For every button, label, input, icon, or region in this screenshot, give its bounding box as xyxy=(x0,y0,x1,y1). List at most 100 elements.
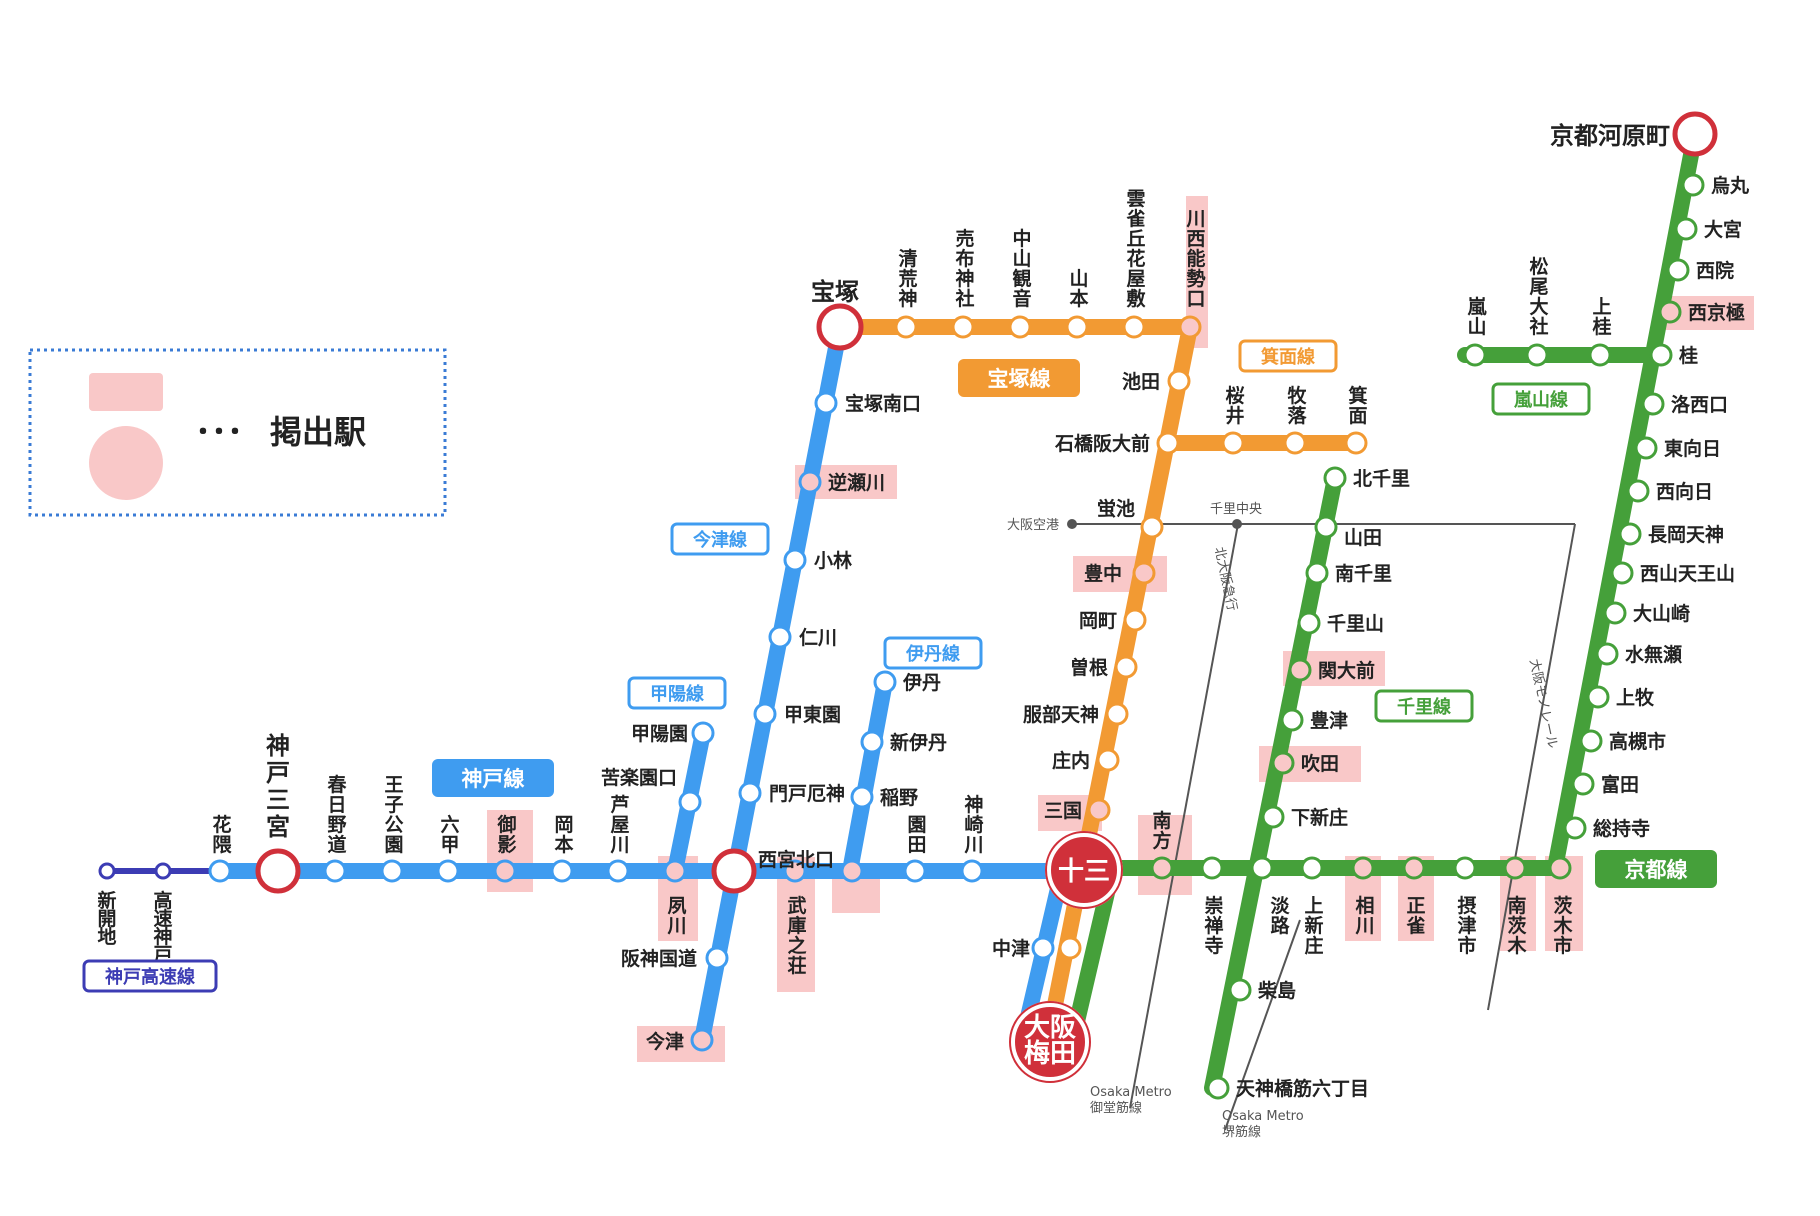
stn-mikuni[interactable] xyxy=(1087,798,1111,822)
stn-tsukaguchi[interactable] xyxy=(840,859,864,883)
stn-kiyoshikojin[interactable] xyxy=(894,315,918,339)
stn-kanzakigawa[interactable] xyxy=(960,859,984,883)
stn-mondoyakujin[interactable] xyxy=(738,781,762,805)
legend-dots: ･･･ xyxy=(195,413,243,451)
stn-rakusaiguchi[interactable] xyxy=(1641,392,1665,416)
stn-sakasegawa[interactable] xyxy=(798,470,822,494)
stn-higashimuko[interactable] xyxy=(1634,436,1658,460)
stn-nakatsu[interactable] xyxy=(1031,936,1055,960)
stn-sakurai[interactable] xyxy=(1221,431,1245,455)
stn-okamachi[interactable] xyxy=(1123,608,1147,632)
stn-hanshin-kokudo[interactable] xyxy=(705,946,729,970)
stn-takarazuka[interactable] xyxy=(816,303,864,351)
stn-kawanishi[interactable] xyxy=(1178,315,1202,339)
stn-minase[interactable] xyxy=(1595,642,1619,666)
stn-shimoshinjo[interactable] xyxy=(1261,805,1285,829)
stn-awaji[interactable] xyxy=(1250,856,1274,880)
stn-aikawa[interactable] xyxy=(1351,856,1375,880)
stn-shojaku[interactable] xyxy=(1402,856,1426,880)
stn-okamoto[interactable] xyxy=(550,859,574,883)
stn-ikeda[interactable] xyxy=(1167,369,1191,393)
stn-toyonaka[interactable] xyxy=(1132,561,1156,585)
stn-hattori[interactable] xyxy=(1105,702,1129,726)
stn-katsura[interactable] xyxy=(1649,343,1673,367)
stn-kamikatsura[interactable] xyxy=(1588,343,1612,367)
stn-kasugano[interactable] xyxy=(323,859,347,883)
stn-nishimuko[interactable] xyxy=(1626,479,1650,503)
stn-shin-itami[interactable] xyxy=(860,730,884,754)
stn-oyamazaki[interactable] xyxy=(1603,601,1627,625)
stn-juso[interactable] xyxy=(1045,831,1123,909)
badge-kobe xyxy=(432,759,554,797)
stn-omiya[interactable] xyxy=(1674,217,1698,241)
stn-sonoda[interactable] xyxy=(903,859,927,883)
stn-suita[interactable] xyxy=(1271,751,1295,775)
stn-matsuo[interactable] xyxy=(1525,343,1549,367)
stn-mikage[interactable] xyxy=(493,859,517,883)
stn-minamiibaraki[interactable] xyxy=(1503,856,1527,880)
stn-yamamoto[interactable] xyxy=(1065,315,1089,339)
stn-hotarugaike[interactable] xyxy=(1140,515,1164,539)
stn-kammaki[interactable] xyxy=(1586,685,1610,709)
stn-sojiji[interactable] xyxy=(1563,816,1587,840)
stn-itami[interactable] xyxy=(873,670,897,694)
label-hanshin-kokudo: 阪神国道 xyxy=(621,947,697,970)
stn-hanakuma[interactable] xyxy=(208,859,232,883)
label-ibarakishi: 茨木市 xyxy=(1552,894,1573,957)
stn-kawaramachi[interactable] xyxy=(1672,111,1718,157)
stn-senriyama[interactable] xyxy=(1297,611,1321,635)
stn-nishikyogoku[interactable] xyxy=(1658,300,1682,324)
stn-nakayama[interactable] xyxy=(1008,315,1032,339)
stn-karasuma[interactable] xyxy=(1681,173,1705,197)
stn-umeda[interactable] xyxy=(1009,1001,1091,1083)
stn-kunijima[interactable] xyxy=(1228,978,1252,1002)
stn-minamisenri[interactable] xyxy=(1305,561,1329,585)
stn-kurakuenguchi[interactable] xyxy=(678,790,702,814)
stn-obayashi[interactable] xyxy=(783,548,807,572)
stn-yamada[interactable] xyxy=(1314,515,1338,539)
stn-oji[interactable] xyxy=(380,859,404,883)
stn-shukugawa[interactable] xyxy=(663,859,687,883)
stn-nigawa[interactable] xyxy=(768,625,792,649)
stn-toyotsu[interactable] xyxy=(1280,708,1304,732)
stn-kamishinjo[interactable] xyxy=(1300,856,1324,880)
stn-minoo[interactable] xyxy=(1344,431,1368,455)
stn-kobe-sannomiya[interactable] xyxy=(255,848,301,894)
stn-tenroku[interactable] xyxy=(1206,1076,1230,1100)
label-nakayama: 中山観音 xyxy=(1012,227,1031,310)
stn-sone[interactable] xyxy=(1114,655,1138,679)
stn-nishiyama[interactable] xyxy=(1610,561,1634,585)
stn-kotoen[interactable] xyxy=(753,702,777,726)
stn-kitasenri[interactable] xyxy=(1323,466,1347,490)
stn-shonai[interactable] xyxy=(1096,748,1120,772)
stn-kandaimae[interactable] xyxy=(1288,658,1312,682)
badge-kobe-kosoku-text: 神戸高速線 xyxy=(105,966,195,988)
stn-settsushi[interactable] xyxy=(1453,856,1477,880)
stn-inano[interactable] xyxy=(850,785,874,809)
stn-hibarigaoka[interactable] xyxy=(1122,315,1146,339)
stn-arashiyama[interactable] xyxy=(1463,343,1487,367)
stn-takarazuka-minamiguchi[interactable] xyxy=(814,391,838,415)
stn-ibarakishi[interactable] xyxy=(1548,856,1572,880)
stn-imazu[interactable] xyxy=(690,1028,714,1052)
stn-nakatsu-tk[interactable] xyxy=(1058,936,1082,960)
label-sojiji: 総持寺 xyxy=(1593,817,1650,840)
stn-nishinomiya[interactable] xyxy=(711,848,757,894)
stn-takatsuki[interactable] xyxy=(1579,729,1603,753)
stn-mefu[interactable] xyxy=(951,315,975,339)
stn-ashiyagawa[interactable] xyxy=(606,859,630,883)
stn-sozenji[interactable] xyxy=(1200,856,1224,880)
stn-kosoku-kobe[interactable] xyxy=(154,862,172,880)
label-nishimuko: 西向日 xyxy=(1656,480,1713,503)
stn-makiochi[interactable] xyxy=(1283,431,1307,455)
stn-minamikata[interactable] xyxy=(1150,856,1174,880)
stn-tonda[interactable] xyxy=(1571,772,1595,796)
stn-nagaoka[interactable] xyxy=(1618,522,1642,546)
label-ashiyagawa: 芦屋川 xyxy=(609,793,629,856)
stn-koyoen[interactable] xyxy=(691,721,715,745)
stn-ishibashi[interactable] xyxy=(1156,431,1180,455)
stn-mukonoso[interactable] xyxy=(783,859,807,883)
stn-saiin[interactable] xyxy=(1666,258,1690,282)
stn-shinkaichi[interactable] xyxy=(98,862,116,880)
stn-rokko[interactable] xyxy=(436,859,460,883)
